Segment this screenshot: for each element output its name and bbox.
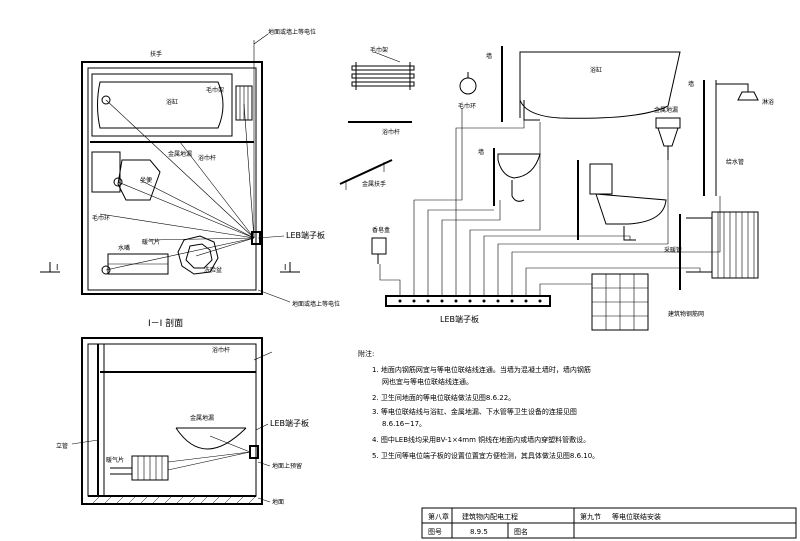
detail-floor-drain xyxy=(655,117,681,160)
detail-label-wall: 墙 xyxy=(486,52,492,60)
plan-label-handrail: 扶手 xyxy=(150,50,162,58)
plan-inner-wall xyxy=(87,67,257,291)
detail-label-wall3: 墙 xyxy=(688,80,694,88)
detail-label-towel-ring: 毛巾环 xyxy=(458,102,476,110)
note-line-2: 网也宜与等电位联结线连通。 xyxy=(382,377,473,386)
detail-rebar-grid xyxy=(591,273,649,331)
detail-label-soap: 香皂盒 xyxy=(372,226,390,234)
title-fig-label: 图号 xyxy=(428,528,442,536)
plan-label-metal-drain: 金属地漏 xyxy=(168,150,192,158)
detail-towel-rack xyxy=(351,51,415,90)
section-label-riser: 立管 xyxy=(56,442,68,450)
plan-bathtub-drain xyxy=(101,95,111,105)
plan-bathtub-basin xyxy=(97,81,224,129)
detail-label-floor-note: 建筑物钢筋网 xyxy=(668,310,704,318)
notes-block: 附注: 1. 地面内钢筋网宜与等电位联结线连通。当墙为混凝土墙时，墙内钢筋 网也… xyxy=(358,349,599,460)
plan-label-wall-top: 地面或墙上等电位 xyxy=(268,28,316,36)
notes-heading: 附注: xyxy=(358,349,374,358)
note-line-4: 3. 等电位联结线与浴缸、金属地漏、下水管等卫生设备的连接见图 xyxy=(372,407,577,416)
plan-section-mark-right: I xyxy=(284,263,286,272)
section-label-towel-bar: 浴巾杆 xyxy=(212,346,230,354)
section-label-leb: LEB端子板 xyxy=(270,418,309,428)
plan-label-bathtub: 浴缸 xyxy=(166,98,178,106)
detail-radiator xyxy=(679,211,759,290)
detail-shower xyxy=(703,80,759,196)
section-label-heater: 暖气片 xyxy=(106,456,124,464)
plan-label-faucet: 水嘴 xyxy=(118,244,130,252)
plan-outer-wall xyxy=(81,61,263,295)
note-line-1: 1. 地面内钢筋网宜与等电位联结线连通。当墙为混凝土墙时，墙内钢筋 xyxy=(372,365,591,374)
plan-label-washbasin: 洗脸盆 xyxy=(204,266,222,274)
title-section-name: 等电位联结安装 xyxy=(612,512,661,521)
note-line-6: 4. 图中LEB线均采用BV-1×4mm 铜线在地面内或墙内穿塑料管敷设。 xyxy=(372,435,590,444)
detail-fixtures: 毛巾架 毛巾环 浴巾杆 金属扶手 香皂盒 浴缸 墙 墙 xyxy=(339,46,774,331)
title-fig-no: 8.9.5 xyxy=(470,528,488,536)
detail-bonding-wires xyxy=(379,108,721,296)
section-heater xyxy=(110,455,169,481)
plan-label-wall-bottom: 地面或墙上等电位 xyxy=(292,300,340,308)
title-block: 第八章 建筑物内配电工程 第九节 等电位联结安装 图号 8.9.5 图名 xyxy=(421,507,797,539)
detail-label-leb-bar: LEB端子板 xyxy=(440,314,479,324)
plan-label-towel-rack: 毛巾架 xyxy=(206,86,224,94)
section-label-floor: 地面 xyxy=(272,498,284,506)
note-line-5: 8.6.16~17。 xyxy=(382,420,426,428)
detail-label-heating-pipe: 采暖管 xyxy=(664,246,682,254)
detail-label-metal-drain: 金属地漏 xyxy=(654,106,678,114)
section-title: I－I 剖面 xyxy=(148,317,183,329)
plan-label-soap: 浴巾杆 xyxy=(198,154,216,162)
section-label-wall-cable: 地面上预留 xyxy=(272,462,302,470)
plan-label-leb: LEB端子板 xyxy=(286,230,325,240)
plan-bathtub xyxy=(91,73,233,137)
detail-toilet xyxy=(577,160,667,241)
detail-label-towel-rack: 毛巾架 xyxy=(370,46,388,54)
detail-towel-ring xyxy=(459,77,477,95)
plan-view: 扶手 地面或墙上等电位 浴缸 毛巾架 金属地漏 浴巾杆 坐便 毛巾环 水嘴 暖气… xyxy=(40,28,340,308)
detail-washbasin xyxy=(493,148,541,206)
detail-leb-bar xyxy=(385,295,551,307)
plan-washbasin xyxy=(177,235,219,275)
title-section: 第九节 xyxy=(580,512,601,521)
detail-label-inlet: 给水管 xyxy=(726,158,744,166)
plan-toilet-tank xyxy=(91,151,121,193)
note-line-7: 5. 卫生间等电位端子板的设置位置宜方便检测，其具体做法见图8.6.10。 xyxy=(372,451,599,460)
section-leb-box xyxy=(249,445,259,459)
title-chapter-name: 建筑物内配电工程 xyxy=(462,512,518,521)
plan-label-heating: 暖气片 xyxy=(142,238,160,246)
title-chapter: 第八章 xyxy=(428,512,449,521)
plan-toilet-bowl xyxy=(117,159,161,201)
section-floor-hatch xyxy=(91,495,257,505)
section-outer-wall xyxy=(81,337,263,505)
detail-soap-box xyxy=(371,237,387,255)
section-view: I－I 剖面 xyxy=(56,317,309,506)
detail-label-wall2: 墙 xyxy=(478,148,484,156)
title-page-label: 图名 xyxy=(514,527,528,536)
plan-bonding-wires xyxy=(99,40,255,271)
plan-label-towel-ring: 毛巾环 xyxy=(92,214,110,222)
section-label-metal-drain: 金属地漏 xyxy=(190,414,214,422)
detail-label-bathtub: 浴缸 xyxy=(590,66,602,74)
detail-label-shower: 淋浴 xyxy=(762,98,774,106)
detail-label-handrail: 金属扶手 xyxy=(362,180,386,188)
plan-section-mark-left: I xyxy=(56,263,58,272)
detail-label-towel-bar: 浴巾杆 xyxy=(382,128,400,136)
section-bathtub xyxy=(175,427,247,450)
note-line-3: 2. 卫生间地面的等电位联结做法见图8.6.22。 xyxy=(372,393,515,402)
plan-label-toilet: 坐便 xyxy=(140,176,152,184)
detail-handrail xyxy=(339,159,393,185)
